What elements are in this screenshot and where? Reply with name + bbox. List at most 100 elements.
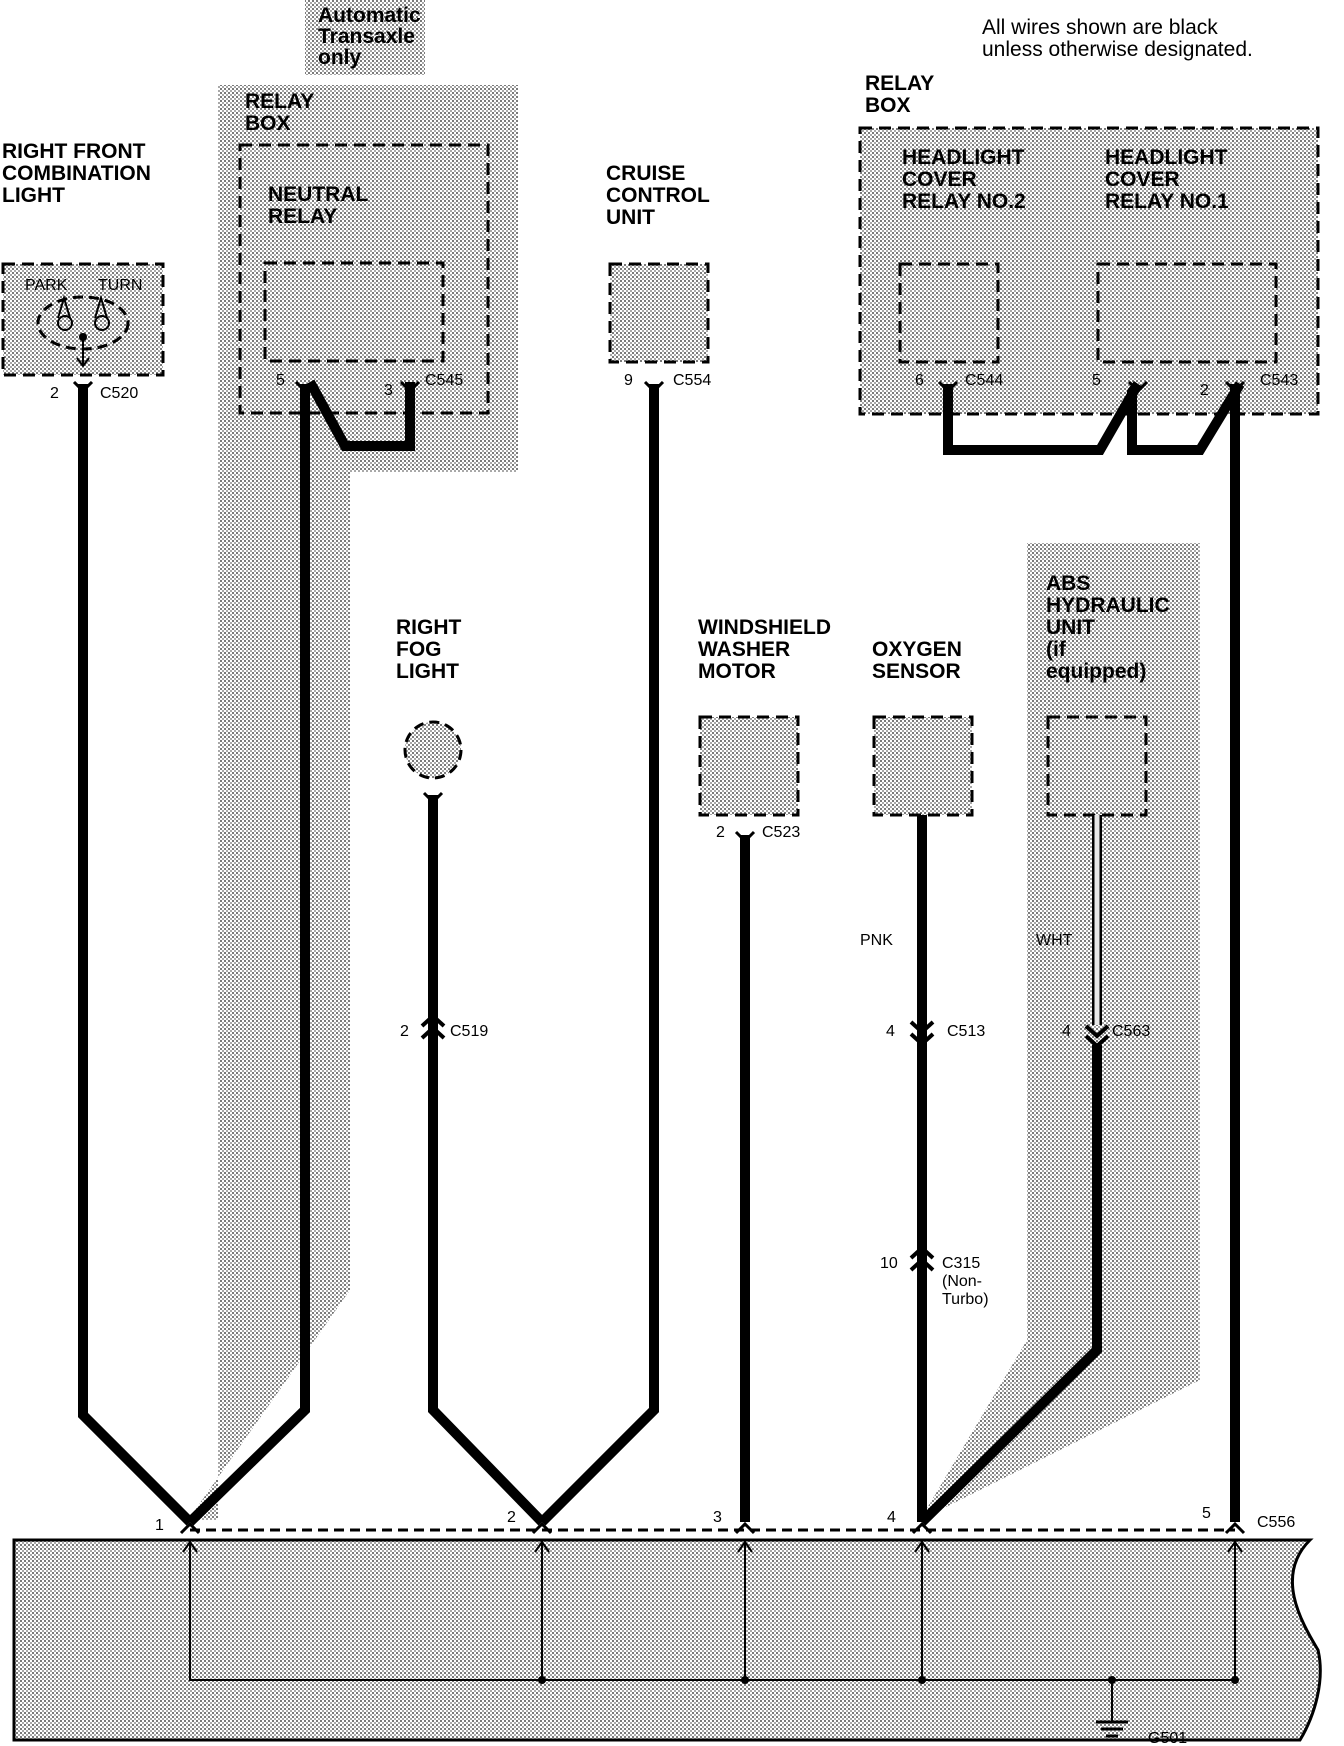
wire-abs-black [918, 1045, 1102, 1526]
connector-c545-pin3-icon [399, 380, 421, 394]
component-label-line: COVER [1105, 168, 1180, 191]
component-label-line: COMBINATION [2, 162, 151, 185]
right-fog-light: RIGHT FOG LIGHT 2 C519 [396, 616, 488, 1040]
wire-neutral-relay-jumper [305, 379, 415, 451]
connector-c543-pin5-icon [1127, 380, 1149, 394]
neutral-relay: NEUTRAL RELAY 5 3 C545 [263, 183, 463, 399]
component-box [608, 262, 710, 364]
relay-box-right: RELAY BOX [858, 72, 1320, 416]
component-label-line: LIGHT [2, 184, 65, 207]
component-label-line: MOTOR [698, 660, 776, 683]
ground-bus-wiring [182, 1540, 1243, 1722]
component-label-line: NEUTRAL [268, 183, 368, 206]
connector-c554-icon [643, 380, 665, 394]
component-label-line: (if [1046, 638, 1067, 661]
splice-node [741, 1676, 749, 1684]
component-label-line: RELAY [245, 90, 314, 113]
filament-leads [57, 294, 108, 368]
connector-id: C556 [1257, 1514, 1295, 1531]
component-label-line: BOX [865, 94, 911, 117]
wire-neutral-relay [186, 384, 310, 1526]
connector-id: C554 [673, 372, 711, 389]
auto-transaxle-note-shade [305, 0, 425, 75]
wire-fog-light [428, 795, 546, 1526]
connector-c523-icon [734, 830, 756, 844]
connector-id: C513 [947, 1023, 985, 1040]
pin-number: 2 [400, 1023, 409, 1040]
fog-light-connector-icon [422, 791, 444, 805]
connector-c315-icon [909, 1245, 935, 1272]
connector-c543-pin2-icon [1224, 380, 1246, 394]
splice-node [538, 1676, 546, 1684]
connector-id: C543 [1260, 372, 1298, 389]
component-label-line: RIGHT [396, 616, 462, 639]
wire-headlight-relay-link-2 [1127, 381, 1245, 455]
pin-number: 5 [276, 372, 285, 389]
connector-id: C523 [762, 824, 800, 841]
pin-number: 10 [880, 1255, 898, 1272]
component-label-line: OXYGEN [872, 638, 962, 661]
pin-number: 3 [713, 1509, 722, 1526]
connector-c513-icon [909, 1020, 935, 1047]
component-label-line: HEADLIGHT [1105, 146, 1228, 169]
wire-headlight-relay-link [943, 381, 1143, 455]
connector-note: (Non- [942, 1273, 982, 1290]
park-filament-icon [57, 315, 73, 331]
turn-filament-icon [94, 315, 110, 331]
component-label-line: CRUISE [606, 162, 685, 185]
connector-symbols [72, 380, 1246, 1272]
connector-id: C520 [100, 385, 138, 402]
connector-id: C519 [450, 1023, 488, 1040]
splice-node [1231, 1676, 1239, 1684]
note-line-2: Transaxle [318, 25, 415, 48]
connector-c544-icon [937, 380, 959, 394]
component-box [1096, 262, 1278, 364]
pin-number: 4 [887, 1509, 896, 1526]
component-box [872, 715, 974, 817]
wire-color-label: WHT [1036, 932, 1073, 949]
component-label-line: RELAY NO.1 [1105, 190, 1229, 213]
component-label-line: COVER [902, 168, 977, 191]
bus-lines [189, 1540, 1236, 1681]
component-label-line: UNIT [1046, 616, 1095, 639]
headlight-cover-relay-2: HEADLIGHT COVER RELAY NO.2 6 C544 [898, 146, 1026, 389]
component-box [1046, 715, 1148, 817]
wire-combination-light [78, 384, 194, 1526]
auto-transaxle-note: Automatic Transaxle only [318, 4, 421, 69]
component-box [898, 262, 1000, 364]
bus-arrow-icons [182, 1540, 1243, 1553]
ground-bus-body [12, 1538, 1322, 1742]
wire-color-note: All wires shown are black unless otherwi… [982, 16, 1253, 61]
pin-number: 9 [624, 372, 633, 389]
splice-node [918, 1676, 926, 1684]
pin-number: 2 [507, 1509, 516, 1526]
connector-c545-pin5-icon [294, 380, 316, 394]
component-label-line: CONTROL [606, 184, 710, 207]
connector-id: C544 [965, 372, 1003, 389]
connector-id: C545 [425, 372, 463, 389]
connector-c519-icon [420, 1013, 446, 1040]
note-line-1: Automatic [318, 4, 421, 27]
abs-hydraulic-unit: ABS HYDRAULIC UNIT (if equipped) WHT 4 C… [1036, 572, 1170, 1040]
pin-number: 2 [716, 824, 725, 841]
component-label-line: equipped) [1046, 660, 1146, 683]
component-box [698, 715, 800, 817]
pin-number: 2 [1200, 382, 1209, 399]
pin-number: 3 [384, 382, 393, 399]
pin-number: 1 [155, 1517, 164, 1534]
pin-number: 5 [1202, 1505, 1211, 1522]
fog-light-bulb-icon [403, 720, 463, 780]
component-label-line: WASHER [698, 638, 790, 661]
pin-number: 5 [1092, 372, 1101, 389]
pin-number: 2 [50, 385, 59, 402]
component-label-line: RELAY [865, 72, 934, 95]
pin-number: 4 [1062, 1023, 1071, 1040]
wires [78, 379, 1245, 1526]
windshield-washer-motor: WINDSHIELD WASHER MOTOR 2 C523 [698, 616, 831, 841]
note-line-1: All wires shown are black [982, 16, 1218, 39]
headlight-cover-relay-1: HEADLIGHT COVER RELAY NO.1 5 2 C543 [1092, 146, 1298, 399]
oxygen-sensor: OXYGEN SENSOR PNK 4 C513 10 C315 (Non- T… [860, 638, 989, 1308]
component-box [263, 261, 445, 363]
right-front-combination-light: RIGHT FRONT COMBINATION LIGHT PARK TURN … [1, 140, 165, 402]
